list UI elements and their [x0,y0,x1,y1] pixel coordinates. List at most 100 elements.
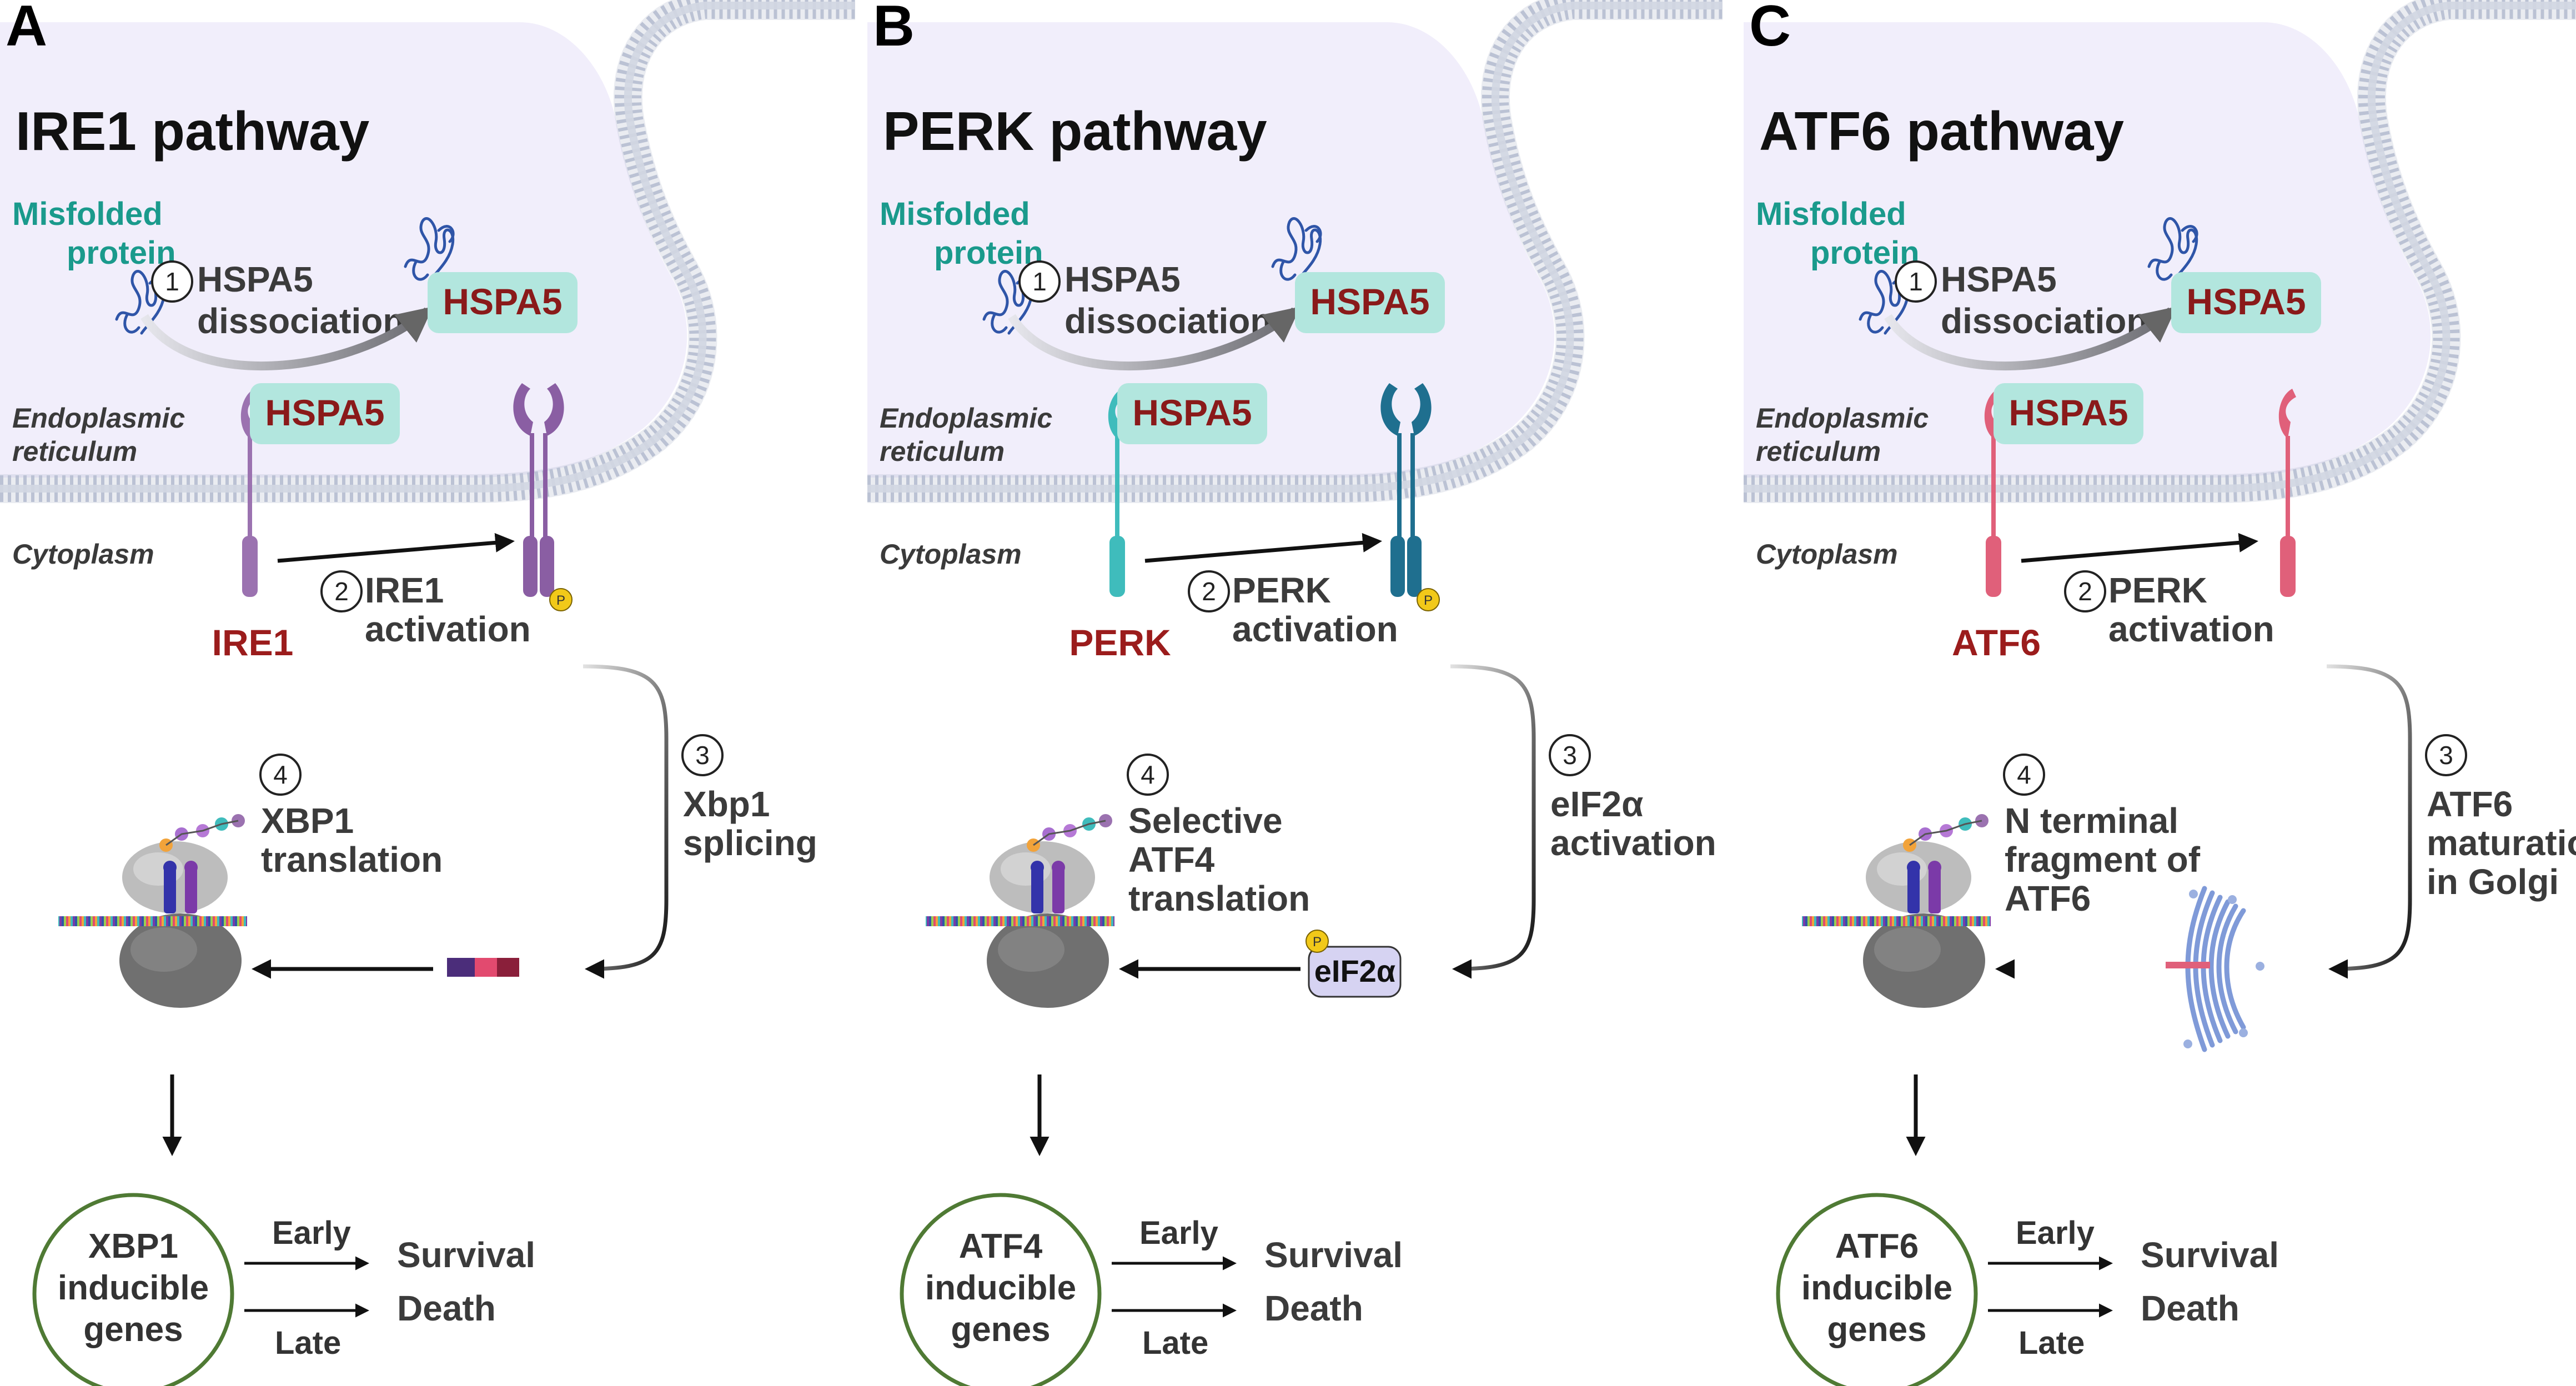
er-label-line1: Endoplasmic [880,403,1052,434]
step3-label-line1: Xbp1 [683,784,770,824]
activation-arrow [277,533,515,563]
sensor-inactive [1108,389,1126,597]
sensor-inactive [240,389,258,597]
dissociation-arrow [1884,307,2177,371]
step2-circle: 2 [320,570,363,612]
sensor-label: PERK [1069,622,1171,663]
step2-circle-number: 2 [334,577,349,606]
death-label: Death [397,1288,496,1328]
cytoplasm-label: Cytoplasm [1756,539,1898,570]
early-label: Early [2016,1215,2095,1251]
er-label-line1: Endoplasmic [12,403,185,434]
genes-label-line1: ATF6 [1835,1227,1919,1266]
hspa5-free: HSPA5 [2171,272,2321,333]
er-lumen [0,22,687,478]
downstream-arrow [1450,664,1536,979]
step2-label-line2: activation [2108,609,2274,649]
step4-label-line2: fragment of [2005,840,2201,880]
hspa5-free: HSPA5 [1295,272,1445,333]
step1-label-line1: HSPA5 [197,259,313,299]
activation-arrow [1144,533,1382,563]
hspa5-bound: HSPA5 [1117,383,1267,444]
eif2a-phospho-label: P [1313,935,1322,950]
step1-circle: 1 [151,260,193,303]
hspa5-free-label: HSPA5 [1310,281,1429,322]
genes-label-line3: genes [83,1310,183,1349]
genes-label-line3: genes [1827,1310,1926,1349]
step2-label-line2: activation [1232,609,1398,649]
panel-letter: B [873,0,915,58]
late-label: Late [275,1325,341,1361]
step4-label-line3: ATF6 [2005,878,2091,918]
bound-protein-icon [2147,217,2198,282]
step3-circle: 3 [2425,734,2467,776]
golgi-icon [2166,886,2264,1052]
bound-protein-icon [404,217,455,282]
genes-label-line2: inducible [1801,1269,1952,1307]
step2-circle: 2 [2064,570,2106,612]
dissociation-arrow [1008,307,1301,371]
step1-circle: 1 [1018,260,1061,303]
hspa5-bound-label: HSPA5 [2008,392,2128,433]
step3-label-line1: eIF2α [1550,784,1643,824]
hspa5-free-label: HSPA5 [2186,281,2306,322]
step2-circle-number: 2 [1202,577,1216,606]
er-label-line2: reticulum [880,436,1005,467]
downstream-arrow [2326,664,2412,979]
eif2a-phospho: P [1305,930,1329,953]
step1-circle-number: 1 [165,267,179,296]
sensor-inactive [1984,389,2002,597]
step3-label-line2: maturation [2427,823,2576,863]
step4-label-line1: Selective [1128,801,1283,841]
step3-label-line2: splicing [683,823,817,863]
survival-label: Survival [1264,1235,1403,1275]
hspa5-bound: HSPA5 [1993,383,2143,444]
hspa5-free-label: HSPA5 [443,281,562,322]
genes-label-line3: genes [951,1310,1050,1349]
step4-label-line1: N terminal [2005,801,2178,841]
panel-letter: A [6,0,47,58]
step1-label-line1: HSPA5 [1941,259,2057,299]
step1-circle-number: 1 [1909,267,1923,296]
step3-circle: 3 [1549,734,1591,776]
step3-label-line3: in Golgi [2427,862,2559,902]
eif2a-box: eIF2α [1308,946,1402,998]
pathway-title: ATF6 pathway [1759,101,2124,162]
step2-label-line1: PERK [2108,570,2207,610]
sensor-active [513,383,564,597]
er-lumen [1744,22,2431,478]
step1-label-line2: dissociation [1941,301,2148,341]
survival-label: Survival [2141,1235,2279,1275]
step1-circle-number: 1 [1032,267,1047,296]
sensor-phospho-label: P [556,593,565,608]
ribosome-icon [926,814,1114,1008]
spliced-xbp1-mrna [447,958,519,977]
step1-label-line2: dissociation [1064,301,1272,341]
er-label-line2: reticulum [12,436,137,467]
cytoplasm-label: Cytoplasm [880,539,1022,570]
eif2a-label: eIF2α [1314,953,1395,988]
dissociation-arrow [140,307,434,371]
pathway-title: IRE1 pathway [16,101,369,162]
cytoplasm-label: Cytoplasm [12,539,154,570]
genes-label-line1: ATF4 [959,1227,1043,1266]
activation-arrow [2021,533,2258,563]
misfolded-label-line2: protein [67,235,176,271]
pathway-title: PERK pathway [883,101,1267,162]
er-label-line1: Endoplasmic [1756,403,1929,434]
step4-label-line3: translation [1128,878,1310,918]
step4-circle-number: 4 [2017,760,2031,789]
er-lumen [867,22,1555,478]
step1-label-line1: HSPA5 [1064,259,1181,299]
step4-circle: 4 [2003,754,2045,796]
misfolded-label-line2: protein [934,235,1043,271]
step4-label-line1: XBP1 [261,801,354,841]
misfolded-label-line1: Misfolded [1756,196,1906,232]
ribosome-icon [1802,814,1991,1008]
step2-label-line1: IRE1 [365,570,444,610]
step2-circle: 2 [1188,570,1230,612]
